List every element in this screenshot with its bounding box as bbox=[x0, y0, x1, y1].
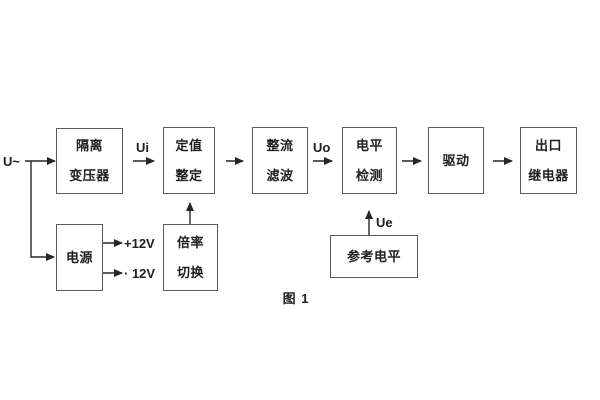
block-label: 倍率 bbox=[176, 234, 204, 250]
uo-signal-label: Uo bbox=[313, 140, 331, 155]
block-value-setting: 定值 整定 bbox=[163, 127, 215, 194]
block-rectifier-filter: 整流 滤波 bbox=[252, 127, 308, 194]
block-label: 参考电平 bbox=[346, 248, 401, 264]
block-label: 整定 bbox=[175, 167, 203, 183]
ui-signal-label: Ui bbox=[136, 140, 149, 155]
block-label: 出口 bbox=[534, 137, 562, 153]
block-label: 电源 bbox=[65, 249, 93, 265]
block-output-relay: 出口 继电器 bbox=[520, 127, 577, 194]
block-label: 隔离 bbox=[75, 138, 103, 153]
block-level-detection: 电平 检测 bbox=[342, 127, 397, 194]
arrow-source-branch-to-power bbox=[30, 161, 55, 261]
block-reference-level: 参考电平 bbox=[330, 235, 418, 278]
figure-caption: 图 1 bbox=[282, 291, 310, 306]
minus-12v-label: · 12V bbox=[124, 266, 156, 281]
block-label: 检测 bbox=[355, 167, 383, 183]
block-label: 整流 bbox=[266, 137, 294, 153]
ue-signal-label: Ue bbox=[376, 215, 393, 230]
block-driver: 驱动 bbox=[428, 127, 484, 194]
block-label: 驱动 bbox=[442, 152, 470, 168]
block-label: 变压器 bbox=[69, 168, 110, 183]
block-label: 滤波 bbox=[266, 167, 294, 183]
block-label: 定值 bbox=[175, 137, 203, 153]
plus-12v-label: +12V bbox=[124, 236, 155, 251]
block-isolation-transformer: 隔离 变压器 bbox=[56, 128, 123, 194]
block-label: 切换 bbox=[176, 264, 204, 280]
block-ratio-switch: 倍率 切换 bbox=[163, 224, 218, 291]
source-voltage-label: U~ bbox=[3, 154, 20, 169]
block-power-supply: 电源 bbox=[56, 224, 103, 291]
block-label: 电平 bbox=[355, 137, 383, 153]
block-label: 继电器 bbox=[528, 167, 569, 183]
